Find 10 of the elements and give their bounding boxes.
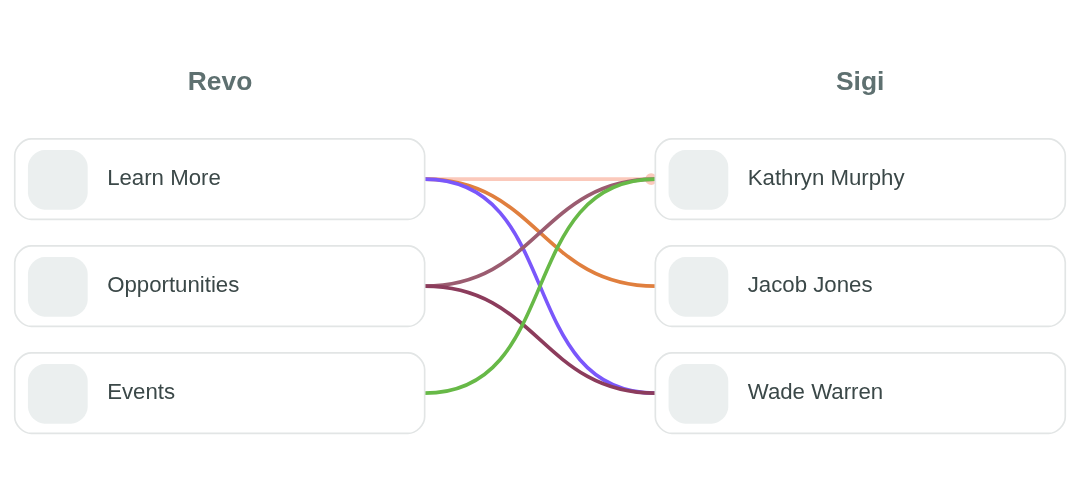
- node-box: Opportunities: [13, 245, 426, 328]
- label: Revo: [187, 65, 253, 96]
- node-box: Wade Warren: [654, 352, 1067, 435]
- node-box: Jacob Jones: [654, 245, 1067, 328]
- node-box: Learn More: [13, 138, 426, 221]
- node-box: Kathryn Murphy: [654, 138, 1067, 221]
- node-box: Events: [13, 352, 426, 435]
- label: Sigi: [835, 65, 885, 96]
- connector: [424, 177, 656, 395]
- connector: [424, 284, 656, 395]
